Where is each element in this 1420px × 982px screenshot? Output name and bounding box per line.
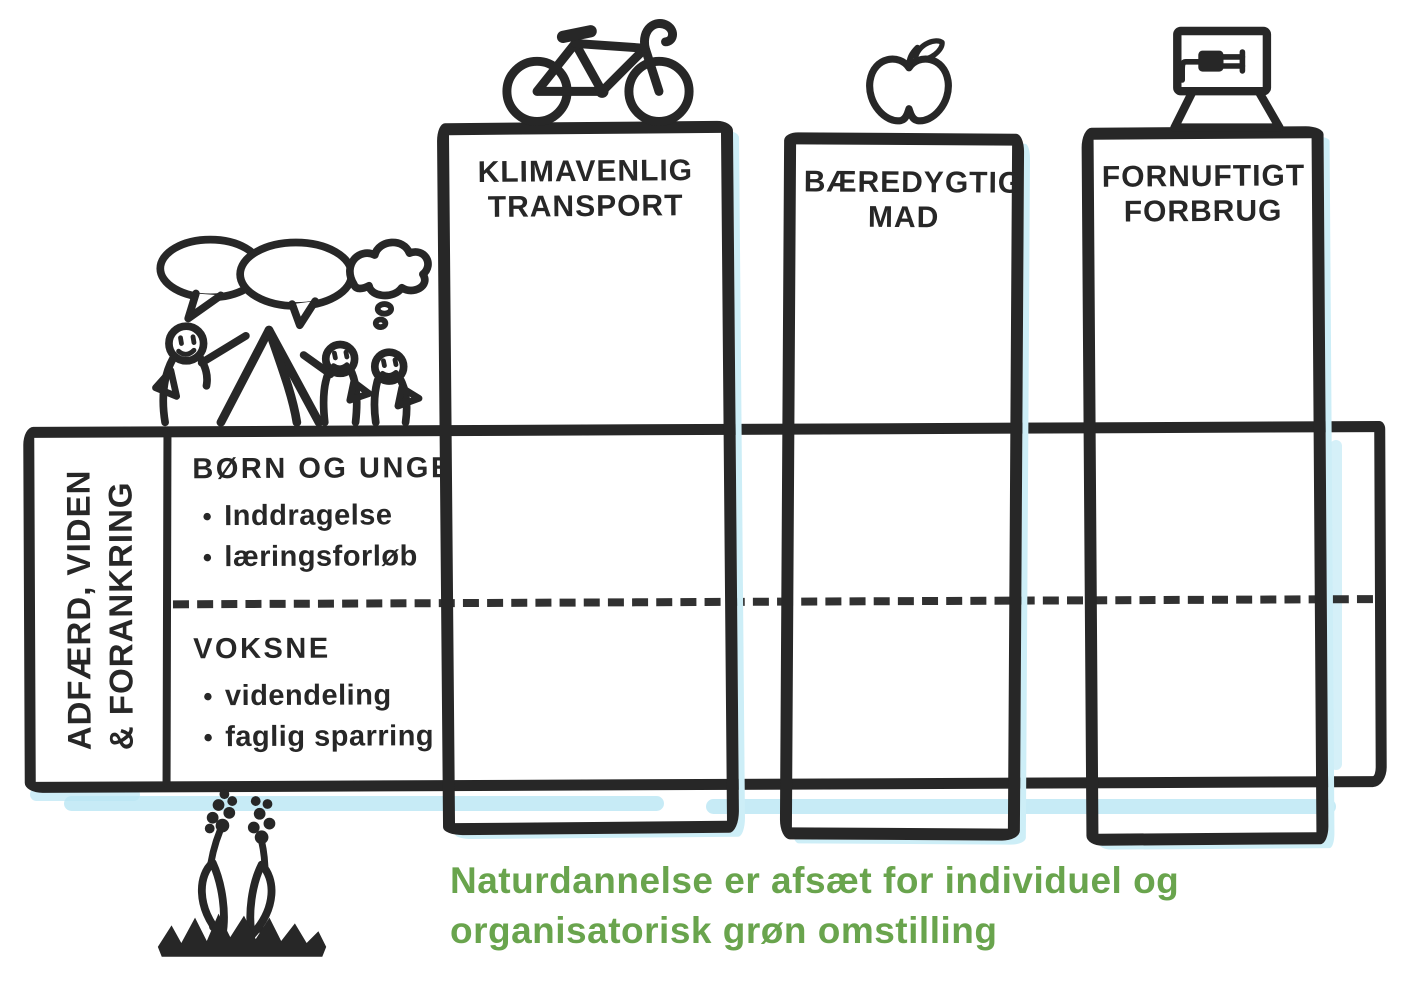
- bullet-text: videndeling: [224, 679, 392, 713]
- plant-icon: [150, 786, 336, 962]
- column-baeredygtig-mad: BÆREDYGTIG MAD: [779, 132, 1025, 841]
- raised-arms-shape: [264, 325, 302, 427]
- caption: Naturdannelse er afsæt for individuel og…: [450, 856, 1280, 956]
- row-axis-label: ADFÆRD, VIDEN & FORANKRING: [59, 469, 140, 751]
- column-title: KLIMAVENLIG TRANSPORT: [477, 154, 694, 225]
- thought-bubble-icon: [346, 238, 432, 331]
- bullet-text: læringsforløb: [224, 540, 418, 574]
- watercolor-accent: [706, 799, 1336, 814]
- flower-head: [247, 796, 276, 845]
- row-axis-label-cell: ADFÆRD, VIDEN & FORANKRING: [36, 437, 163, 782]
- band-divider-line: [162, 431, 172, 788]
- column-title: FORNUFTIGT FORBRUG: [1101, 159, 1306, 229]
- bullet-icon: •: [202, 542, 213, 573]
- bullet-icon: •: [203, 722, 214, 753]
- plug-icon: [1146, 24, 1308, 136]
- bullet-text: Inddragelse: [224, 499, 393, 533]
- watercolor-accent: [30, 788, 140, 801]
- caption-line: organisatorisk grøn omstilling: [450, 909, 998, 951]
- column-klimavenlig-transport: KLIMAVENLIG TRANSPORT: [436, 120, 740, 836]
- bullet-icon: •: [202, 501, 213, 532]
- watercolor-accent: [1330, 440, 1342, 770]
- people-icon: [146, 230, 442, 432]
- speech-bubble-icon: [236, 238, 356, 330]
- person-figure: [299, 340, 373, 427]
- person-figure: [152, 322, 250, 427]
- bicycle-icon: [494, 6, 702, 128]
- column-title: BÆREDYGTIG MAD: [803, 165, 1023, 235]
- person-figure: [370, 348, 423, 427]
- caption-line: Naturdannelse er afsæt for individuel og: [450, 860, 1180, 901]
- apple-icon: [850, 34, 968, 138]
- flower-head: [204, 789, 238, 834]
- column-fornuftigt-forbrug: FORNUFTIGT FORBRUG: [1081, 126, 1329, 846]
- bullet-icon: •: [203, 681, 214, 712]
- bullet-text: faglig sparring: [225, 720, 435, 754]
